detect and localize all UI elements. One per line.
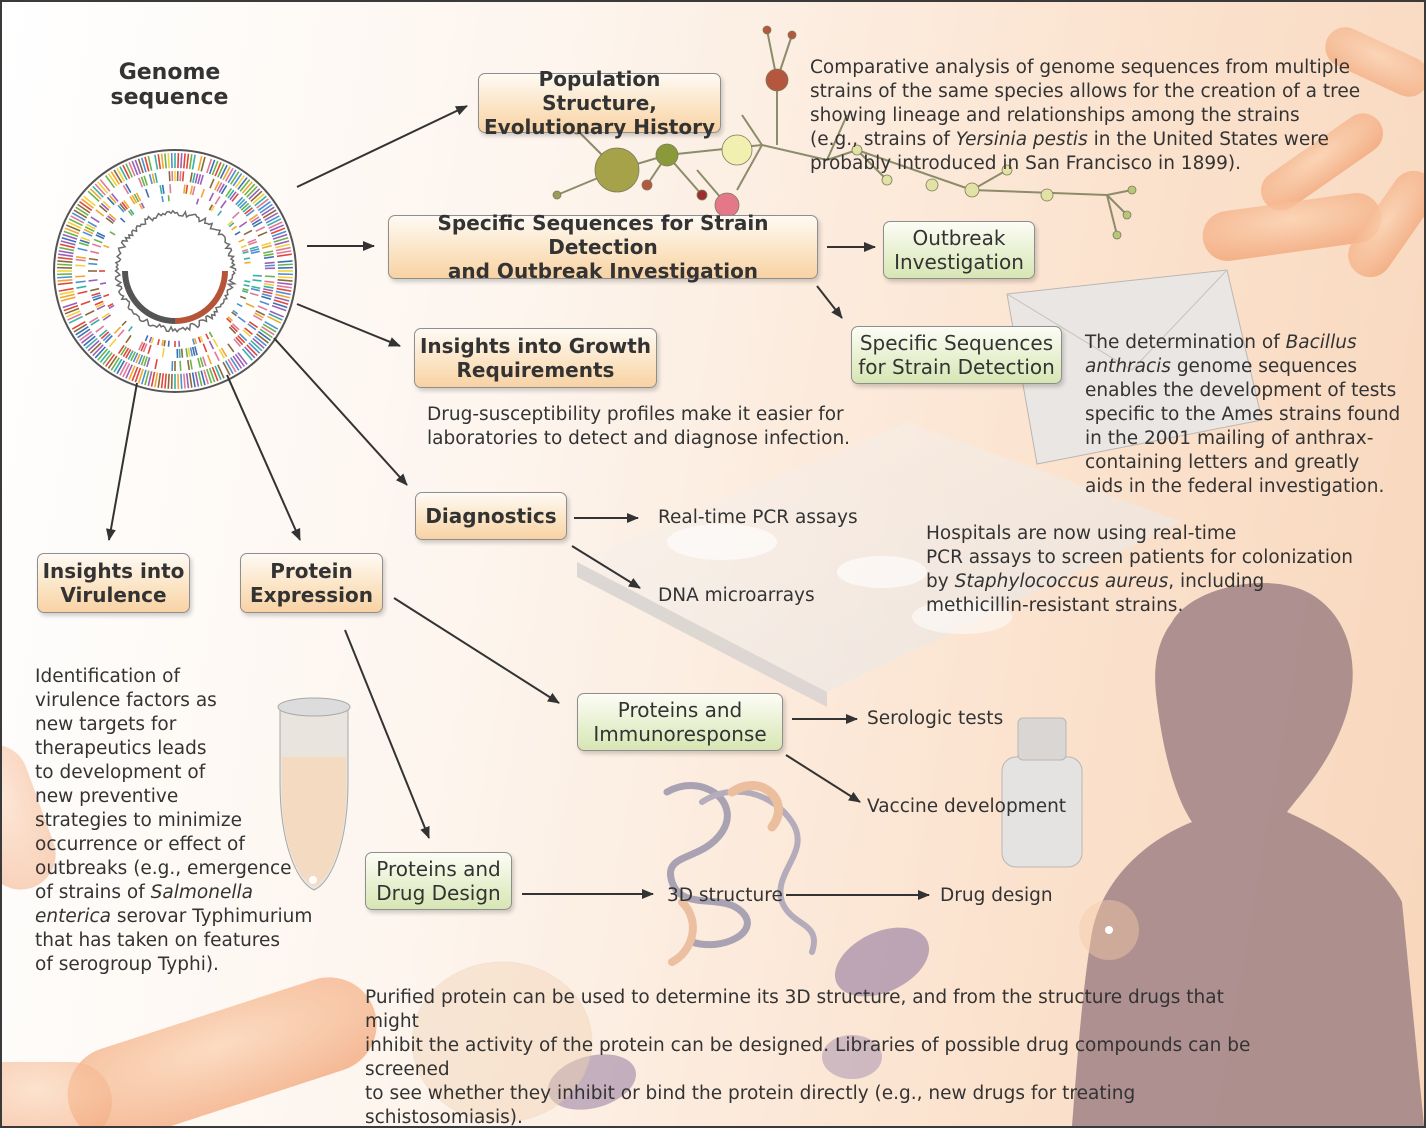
text-purified-protein: Purified protein can be used to determin… [365, 987, 1251, 1128]
text-growth-requirements: Drug-susceptibility profiles make it eas… [427, 404, 851, 449]
arrow-to-immuno [393, 597, 560, 704]
text-virulence-factors: Identification of virulence factors as n… [35, 666, 313, 975]
bacterium-rod [2, 1062, 112, 1126]
box-strain-detection: Specific Sequences for Strain Detection [851, 326, 1062, 384]
bacterium-rod [1348, 170, 1424, 278]
bacterium-rod [67, 977, 377, 1126]
arrow-to-population [296, 105, 468, 188]
box-virulence: Insights into Virulence [37, 553, 190, 613]
label-dna-microarrays: DNA microarrays [658, 585, 815, 606]
arrow-to-growth [296, 303, 401, 347]
label-drug-design: Drug design [940, 885, 1053, 906]
parasite [834, 927, 930, 997]
box-proteins-immunoresponse: Proteins and Immunoresponse [577, 693, 783, 751]
arrow-to-strain-detection [816, 285, 843, 319]
box-growth-requirements: Insights into Growth Requirements [414, 328, 657, 388]
bacterium-rod [1202, 192, 1382, 262]
box-population-structure: Population Structure, Evolutionary Histo… [478, 67, 721, 139]
parasite [822, 1035, 882, 1079]
arrow-to-microarrays [571, 545, 641, 589]
label-real-time-pcr: Real-time PCR assays [658, 507, 858, 528]
bacterium-rod [1261, 113, 1383, 211]
parasite [548, 1054, 636, 1110]
phylogenetic-tree [552, 25, 1137, 240]
text-population-structure: Comparative analysis of genome sequences… [810, 57, 1361, 174]
label-serologic-tests: Serologic tests [867, 708, 1004, 729]
text-hospitals-pcr: Hospitals are now using real-time PCR as… [926, 523, 1354, 616]
box-specific-sequences-outbreak: Specific Sequences for Strain Detection … [388, 211, 818, 283]
bacterium-rod [1325, 27, 1424, 97]
arrow-to-virulence [106, 382, 138, 541]
genome-sequence-title: Genome sequence [110, 60, 229, 110]
text-bacillus-anthracis: The determination of Bacillus anthracis … [1085, 332, 1401, 497]
protein-structure [663, 781, 817, 966]
arrow-to-vaccine [785, 754, 861, 803]
bacterium-rod [2, 744, 56, 890]
box-diagnostics: Diagnostics [415, 492, 567, 540]
genome-map-circle [53, 149, 297, 393]
box-outbreak-investigation: Outbreak Investigation [883, 221, 1035, 279]
patient-silhouette [1072, 583, 1424, 1126]
box-protein-expression: Protein Expression [240, 553, 383, 613]
box-proteins-drug-design: Proteins and Drug Design [365, 852, 512, 910]
arrow-to-drug-design-box [344, 629, 430, 839]
arrow-to-diagnostics [273, 337, 408, 486]
arrow-to-protein-expression [226, 374, 301, 541]
label-3d-structure: 3D structure [667, 885, 783, 906]
label-vaccine-development: Vaccine development [867, 796, 1067, 817]
